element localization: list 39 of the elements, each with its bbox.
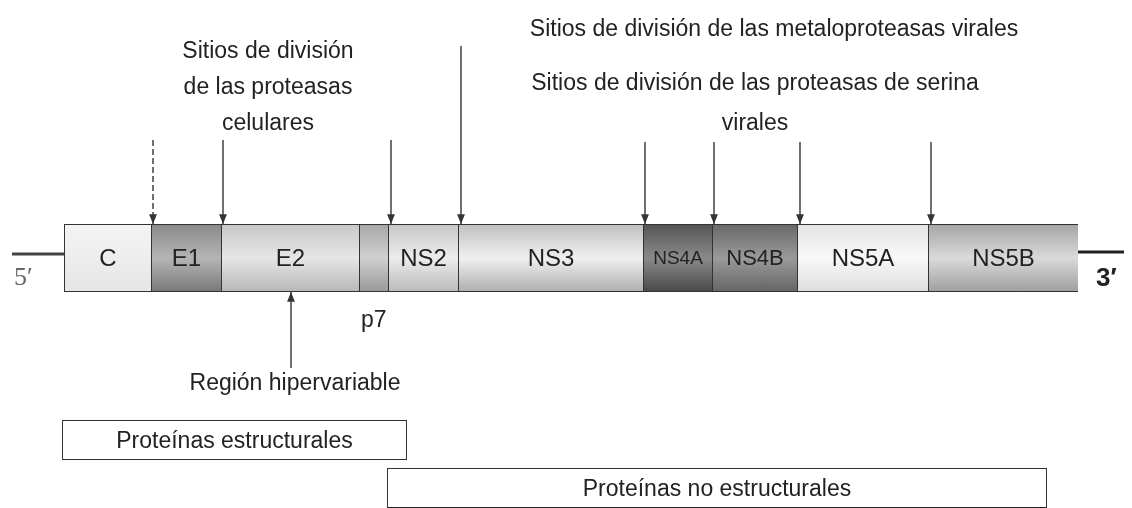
group-label: Proteínas estructurales	[116, 426, 353, 454]
protein-segment	[151, 224, 221, 292]
rna-end-label: 3′	[1096, 262, 1117, 293]
segment-name: NS5A	[831, 244, 895, 272]
arrow	[387, 139, 395, 225]
arrow	[457, 45, 465, 225]
segment-name: C	[99, 244, 117, 272]
arrow	[219, 139, 227, 225]
arrow	[641, 141, 649, 225]
segment-name: E1	[171, 244, 202, 272]
segment-name: E2	[275, 244, 306, 272]
arrow	[149, 139, 157, 225]
segment-name: NS4B	[726, 245, 784, 271]
protein-segment	[643, 224, 712, 292]
protein-segment	[64, 224, 151, 292]
arrow	[710, 141, 718, 225]
annotation-text: Sitios de división de las proteasas celulares	[181, 36, 355, 137]
protein-segment	[712, 224, 797, 292]
protein-segment	[797, 224, 928, 292]
annotation-text: Región hipervariable	[189, 368, 401, 396]
rna-end-label: 5′	[14, 262, 33, 292]
segment-name: p7	[361, 306, 387, 333]
group-label-box	[62, 420, 407, 460]
arrow	[287, 291, 295, 369]
group-label: Proteínas no estructurales	[582, 474, 852, 502]
protein-segment	[359, 224, 388, 292]
arrow	[927, 141, 935, 225]
segment-name: NS5B	[972, 244, 1035, 272]
arrow	[796, 141, 804, 225]
protein-segment	[221, 224, 359, 292]
group-label-box	[387, 468, 1047, 508]
annotation-text: Sitios de división de las metaloproteasas virales	[529, 14, 1019, 43]
protein-segment	[928, 224, 1078, 292]
segment-name: NS2	[400, 244, 447, 272]
segment-name: NS3	[527, 244, 575, 272]
segment-name: NS4A	[653, 247, 703, 269]
protein-segment	[458, 224, 643, 292]
protein-segment	[388, 224, 458, 292]
annotation-text: Sitios de división de las proteasas de serina virales	[530, 68, 980, 137]
